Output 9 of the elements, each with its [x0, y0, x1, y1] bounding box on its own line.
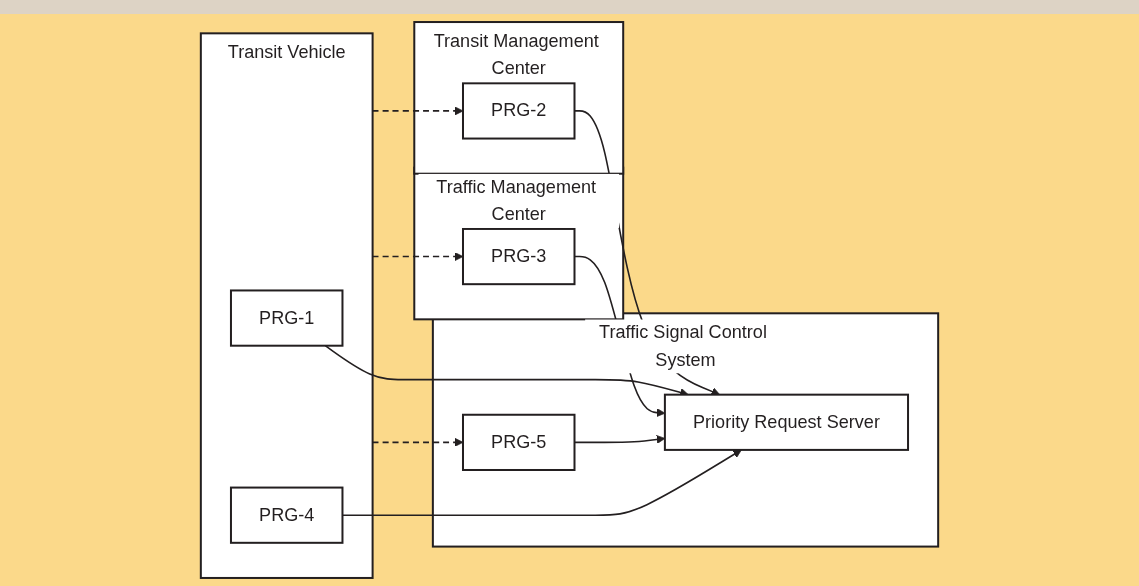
- node-box: PRG-4: [229, 486, 344, 544]
- node-box: Priority Request Server: [663, 393, 910, 451]
- node-box: PRG-2: [462, 82, 576, 140]
- arrow: [371, 252, 464, 261]
- node-box: PRG-5: [462, 413, 576, 471]
- node-box: PRG-1: [229, 289, 344, 347]
- arrow: [371, 437, 464, 447]
- arrow: [371, 106, 464, 116]
- node-box: PRG-3: [462, 227, 576, 286]
